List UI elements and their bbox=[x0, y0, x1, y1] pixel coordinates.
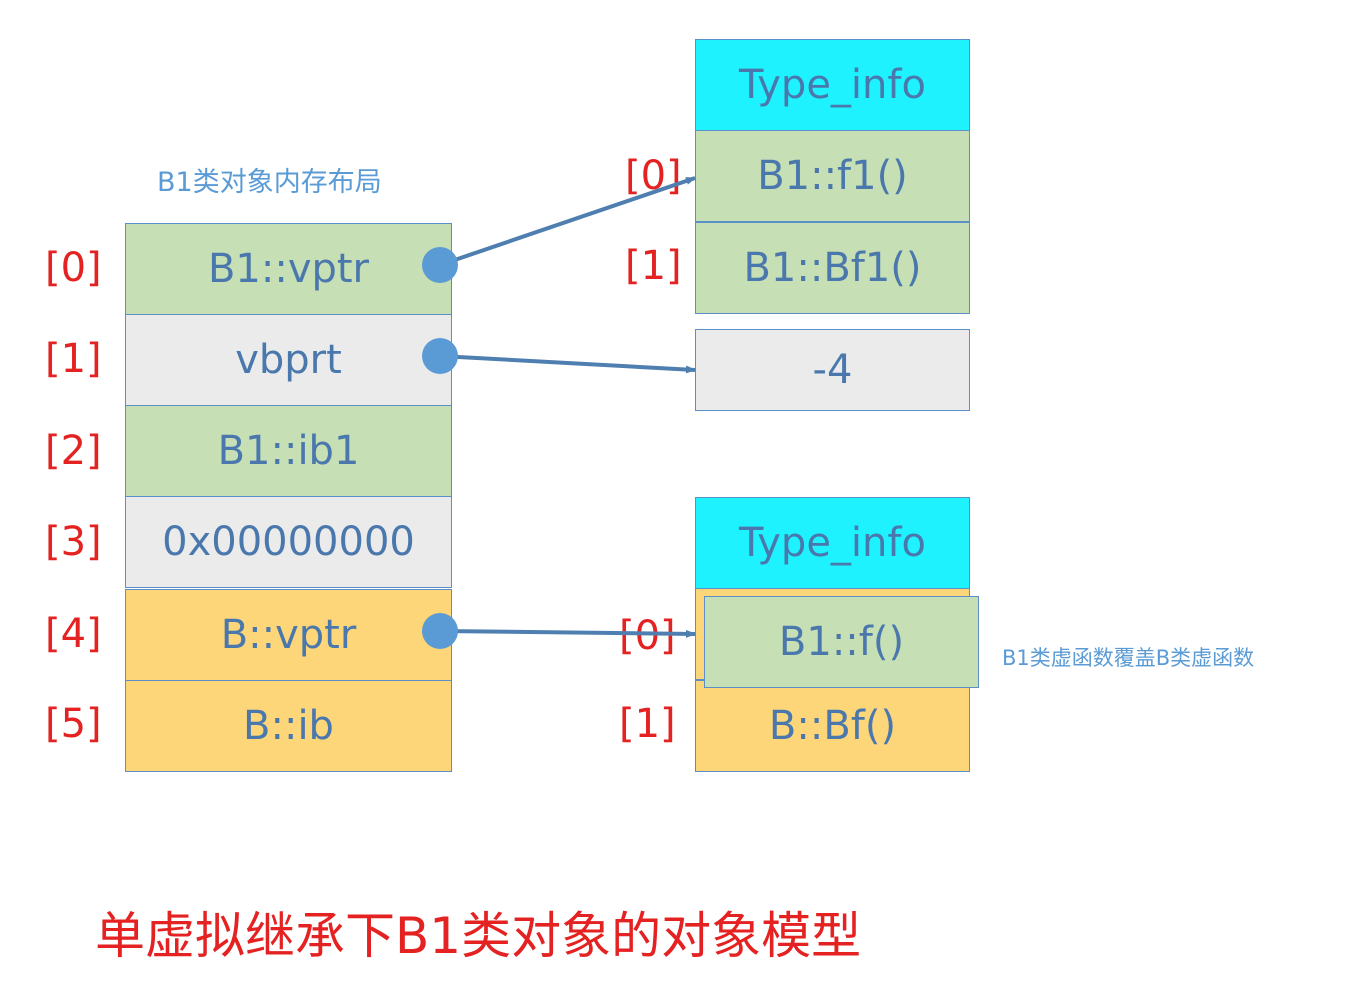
object-row-ib: B::ib bbox=[125, 680, 452, 772]
object-row-vptr-b1: B1::vptr bbox=[125, 223, 452, 315]
object-index-5: [5] bbox=[45, 701, 102, 747]
object-row-separator: 0x00000000 bbox=[125, 496, 452, 588]
object-index-3: [3] bbox=[45, 519, 102, 565]
object-index-4: [4] bbox=[45, 611, 102, 657]
vtable-top-index-0: [0] bbox=[625, 153, 682, 199]
object-index-2: [2] bbox=[45, 428, 102, 474]
diagram-title: 单虚拟继承下B1类对象的对象模型 bbox=[95, 907, 862, 965]
object-row-ib1: B1::ib1 bbox=[125, 405, 452, 497]
vtable-bottom-type-info: Type_info bbox=[695, 497, 970, 589]
vtable-top-entry-bf1: B1::Bf1() bbox=[695, 222, 970, 314]
vtable-bottom-entry-f-override: B1::f() bbox=[704, 596, 979, 688]
object-index-1: [1] bbox=[45, 336, 102, 382]
vtable-bottom-index-1: [1] bbox=[619, 701, 676, 747]
object-row-vbptr: vbprt bbox=[125, 314, 452, 406]
vtable-top-index-1: [1] bbox=[625, 243, 682, 289]
vtable-bottom-entry-bf: B::Bf() bbox=[695, 680, 970, 772]
vtable-top-entry-f1: B1::f1() bbox=[695, 130, 970, 222]
object-layout-caption: B1类对象内存布局 bbox=[157, 167, 382, 198]
object-row-vptr-b: B::vptr bbox=[125, 589, 452, 681]
connector-vbptr-to-vbtable bbox=[439, 354, 696, 374]
vtable-top-type-info: Type_info bbox=[695, 39, 970, 131]
object-index-0: [0] bbox=[45, 245, 102, 291]
override-note: B1类虚函数覆盖B类虚函数 bbox=[1002, 646, 1255, 670]
vbtable-offset: -4 bbox=[695, 329, 970, 411]
vtable-bottom-index-0: [0] bbox=[619, 613, 676, 659]
